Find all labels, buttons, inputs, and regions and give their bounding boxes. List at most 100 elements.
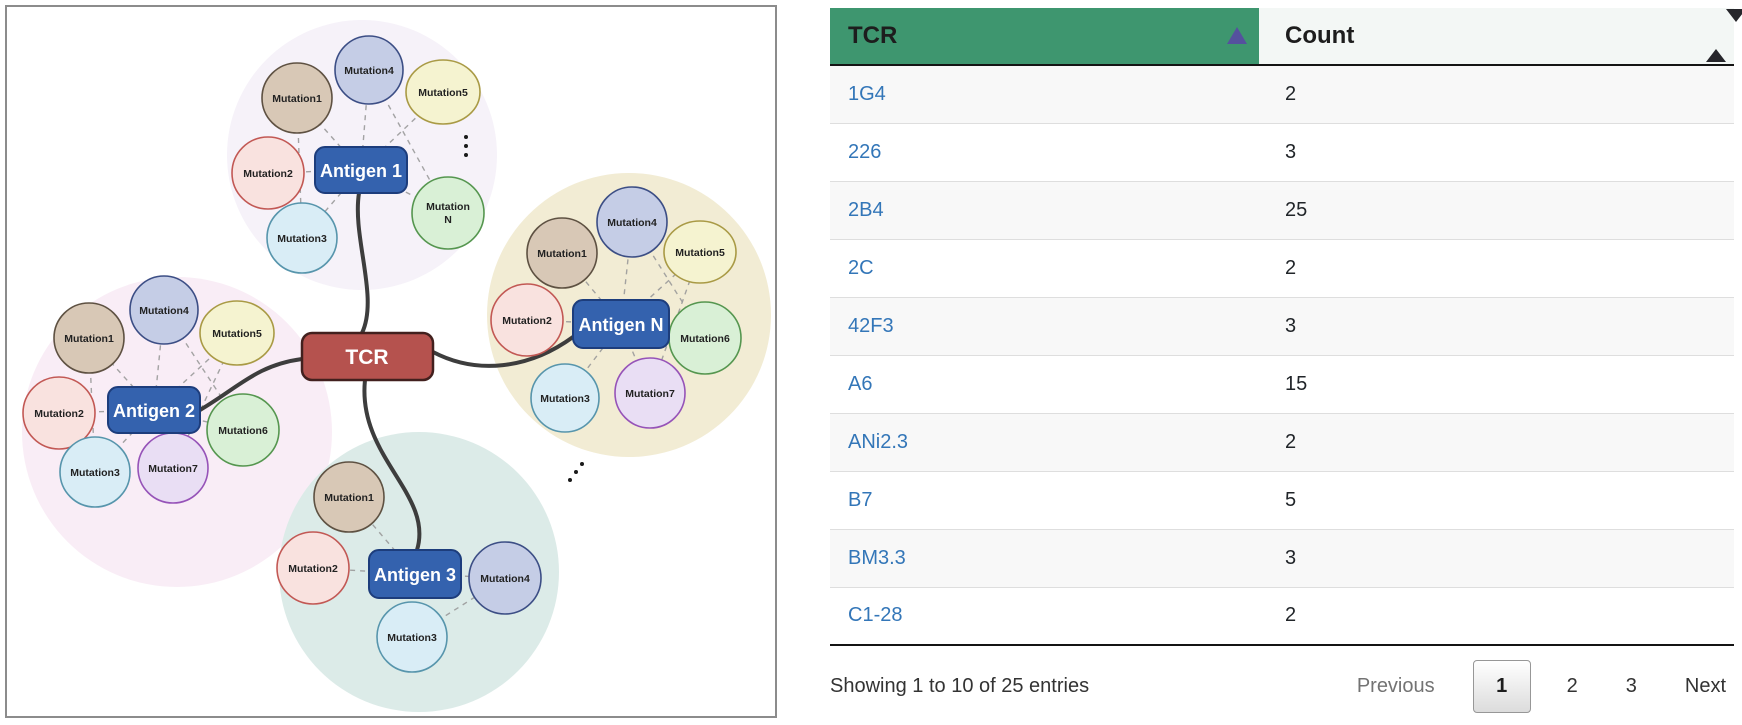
mutation-node: Mutation4 — [596, 186, 668, 258]
count-value: 2 — [1285, 430, 1297, 453]
sort-both-icon — [1706, 9, 1742, 62]
tcr-to-antigenN-link — [431, 335, 575, 368]
mutation-label: Mutation2 — [288, 563, 338, 575]
mutation-node: Mutation4 — [334, 35, 404, 105]
tcr-link[interactable]: BM3.3 — [848, 546, 906, 569]
mutation-label: Mutation5 — [212, 328, 262, 340]
sort-ascending-icon — [1227, 27, 1247, 44]
mutation-label: Mutation4 — [607, 217, 657, 229]
mutation-label: N — [444, 214, 452, 226]
antigenN-node: Antigen N — [572, 299, 670, 349]
antigen-label: Antigen 2 — [113, 401, 195, 421]
mutation-node: Mutation6 — [668, 301, 742, 375]
column-header-count[interactable]: Count — [1259, 8, 1742, 65]
tcr-to-antigen3-link — [362, 378, 422, 552]
table-row: C1-28 2 — [830, 587, 1734, 645]
table-footer: Showing 1 to 10 of 25 entries Previous 1… — [830, 658, 1734, 714]
mutation-node: Mutation6 — [206, 393, 280, 467]
more-clusters-ellipsis-vertical — [464, 135, 468, 157]
table-row: 226 3 — [830, 123, 1734, 181]
tcr-link[interactable]: ANi2.3 — [848, 430, 909, 453]
page-1-button[interactable]: 1 — [1472, 659, 1531, 713]
page-2-button[interactable]: 2 — [1566, 674, 1578, 697]
table-row: ANi2.3 2 — [830, 413, 1734, 471]
tcr-link[interactable]: A6 — [848, 372, 873, 395]
antigen1-node: Antigen 1 — [314, 146, 408, 194]
tcr-link[interactable]: B7 — [848, 488, 873, 511]
mutation-node: Mutation2 — [490, 283, 564, 357]
mutation-label: Mutation1 — [537, 248, 587, 260]
table-header-row: TCR Count — [830, 8, 1742, 65]
tcr-node: TCR — [300, 331, 435, 382]
tcr-label: TCR — [345, 346, 388, 369]
count-value: 2 — [1285, 82, 1297, 105]
count-value: 2 — [1285, 256, 1297, 279]
mutation-node: Mutation5 — [663, 220, 737, 284]
mutation-label: Mutation3 — [70, 467, 120, 479]
mutation-label: Mutation1 — [272, 93, 322, 105]
tcr-link[interactable]: C1-28 — [848, 604, 903, 627]
mutation-label: Mutation6 — [680, 333, 730, 345]
mutation-label: Mutation4 — [480, 573, 530, 585]
table-row: 42F3 3 — [830, 297, 1734, 355]
mutation-label: Mutation3 — [540, 393, 590, 405]
mutation-node: Mutation1 — [261, 62, 333, 134]
mutation-n-node: Mutation N — [411, 176, 485, 250]
table-row: BM3.3 3 — [830, 529, 1734, 587]
mutation-node: Mutation4 — [129, 275, 199, 345]
previous-page-button[interactable]: Previous — [1356, 674, 1435, 697]
mutation-node: Mutation3 — [266, 202, 338, 274]
mutation-node: Mutation2 — [276, 531, 350, 605]
mutation-node: Mutation3 — [530, 363, 600, 433]
count-value: 2 — [1285, 604, 1297, 627]
mutation-label: Mutation5 — [418, 87, 468, 99]
page-3-button[interactable]: 3 — [1625, 674, 1637, 697]
mutation-label: Mutation6 — [218, 425, 268, 437]
mutation-label: Mutation1 — [324, 492, 374, 504]
diagram-canvas: Mutation1 Mutation4 Mutation5 Mutation2 … — [22, 20, 771, 712]
mutation-label: Mutation4 — [344, 65, 394, 77]
tcr-link[interactable]: 2C — [848, 256, 874, 279]
mutation-label: Mutation2 — [243, 168, 293, 180]
antigen-label: Antigen N — [579, 315, 664, 335]
mutation-label: Mutation7 — [148, 463, 198, 475]
tcr-link[interactable]: 1G4 — [848, 82, 886, 105]
antigen1-mutations: Mutation1 Mutation4 Mutation5 Mutation2 … — [231, 35, 485, 274]
tcr-link[interactable]: 42F3 — [848, 314, 894, 337]
tcr-count-table: TCR Count 1G4 2 226 3 2B4 25 — [830, 8, 1742, 646]
mutation-node: Mutation7 — [137, 432, 209, 504]
column-header-tcr[interactable]: TCR — [830, 8, 1259, 65]
count-value: 3 — [1285, 546, 1297, 569]
mutation-label: Mutation3 — [277, 233, 327, 245]
antigen3-node: Antigen 3 — [368, 549, 462, 599]
table-row: 1G4 2 — [830, 65, 1734, 123]
mutation-node: Mutation5 — [199, 300, 275, 366]
mutation-node: Mutation2 — [22, 376, 96, 450]
count-value: 5 — [1285, 488, 1297, 511]
mutation-label: Mutation — [426, 201, 470, 213]
tcr-column-label: TCR — [848, 22, 898, 49]
mutation-node: Mutation3 — [59, 436, 131, 508]
mutation-label: Mutation2 — [34, 408, 84, 420]
count-value: 25 — [1285, 198, 1308, 221]
mutation-node: Mutation1 — [313, 461, 385, 533]
count-column-label: Count — [1285, 22, 1355, 49]
tcr-to-antigen1-link — [355, 191, 370, 335]
mutation-label: Mutation4 — [139, 305, 189, 317]
tcr-link[interactable]: 2B4 — [848, 198, 884, 221]
more-clusters-ellipsis-diagonal — [568, 462, 584, 482]
tcr-link[interactable]: 226 — [848, 140, 882, 163]
mutation-node: Mutation3 — [376, 601, 448, 673]
mutation-label: Mutation3 — [387, 632, 437, 644]
mutation-node: Mutation1 — [526, 217, 598, 289]
mutation-node: Mutation5 — [405, 59, 481, 125]
tcr-connectors — [198, 191, 575, 552]
antigen-label: Antigen 1 — [320, 161, 402, 181]
mutation-label: Mutation5 — [675, 247, 725, 259]
next-page-button[interactable]: Next — [1684, 674, 1726, 697]
table-row: A6 15 — [830, 355, 1734, 413]
mutation-node: Mutation2 — [231, 136, 305, 210]
table-row: 2C 2 — [830, 239, 1734, 297]
mutation-label: Mutation7 — [625, 388, 675, 400]
mutation-node: Mutation4 — [468, 541, 542, 615]
